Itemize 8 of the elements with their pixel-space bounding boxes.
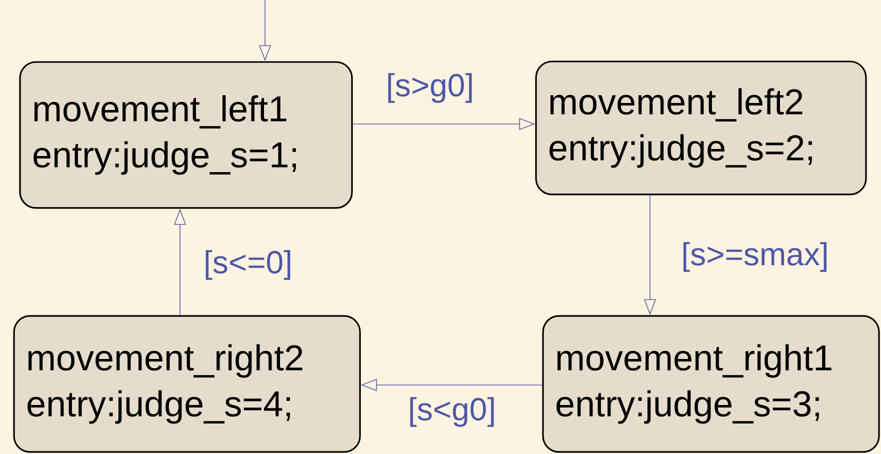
transition-label: [s<=0] <box>202 248 294 282</box>
transition-label: [s>=smax] <box>679 240 831 274</box>
state-box: movement_left1 entry:judge_s=1; <box>19 61 353 209</box>
state-box: movement_right1 entry:judge_s=3; <box>542 315 880 453</box>
state-box: movement_left2 entry:judge_s=2; <box>535 60 867 196</box>
state-box: movement_right2 entry:judge_s=4; <box>13 315 361 453</box>
transition-label: [s<g0] <box>406 395 498 429</box>
transition-label: [s>g0] <box>384 71 476 105</box>
